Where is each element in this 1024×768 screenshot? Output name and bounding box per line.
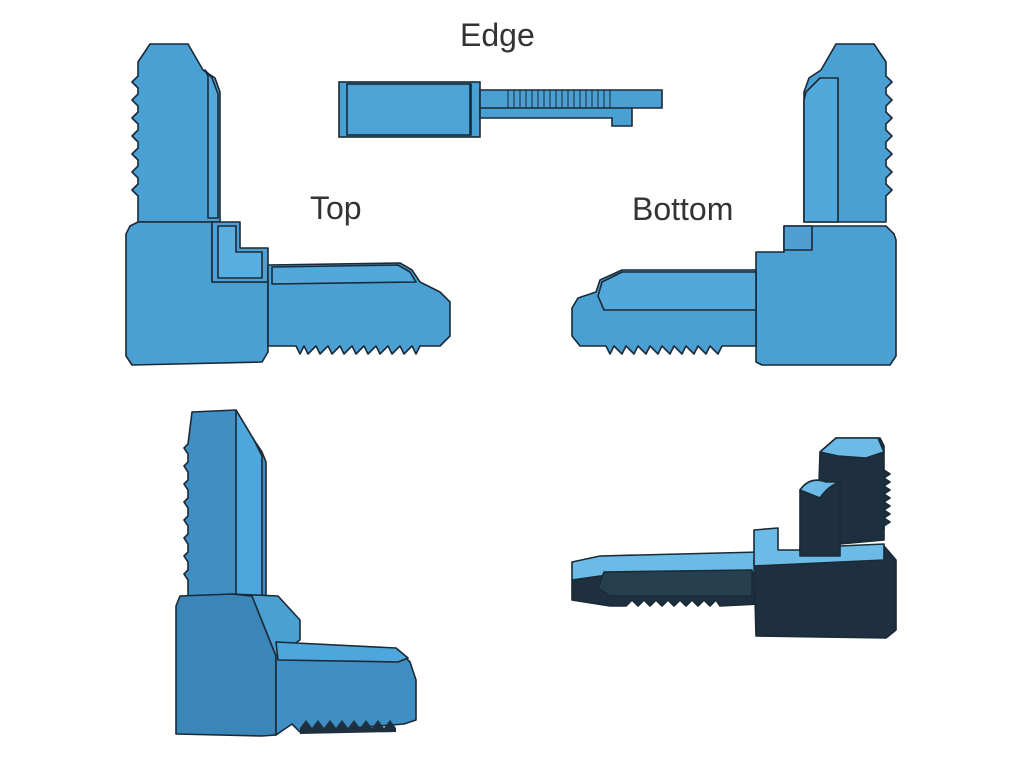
top-view <box>125 43 451 366</box>
top-view-corner-block <box>125 221 269 366</box>
iso-view-bottom-vertical-top <box>819 437 885 459</box>
iso-view-top-arm-face-horizontal <box>275 641 409 663</box>
edge-view-body-face <box>346 83 472 136</box>
top-view-vertical-arm <box>131 43 221 223</box>
bottom-view <box>571 43 897 366</box>
top-view-horizontal-arm <box>267 262 451 355</box>
bottom-view-label: Bottom <box>632 191 734 227</box>
top-view-arm-rib-horizontal <box>271 264 417 285</box>
iso-view-top-arm-face <box>235 409 263 599</box>
iso-view-top-teeth <box>300 720 396 734</box>
iso-view-top <box>175 409 417 737</box>
bottom-view-step <box>783 225 813 251</box>
bottom-view-arm-rib <box>803 77 839 223</box>
top-view-label: Top <box>310 190 362 226</box>
bottom-view-arm-boss <box>597 271 757 311</box>
top-view-step-inner <box>217 225 263 279</box>
bottom-view-corner-block <box>755 225 897 366</box>
iso-view-bottom-arm-groove <box>597 569 753 597</box>
iso-view-bottom <box>571 437 897 639</box>
top-view-arm-rib <box>204 69 219 219</box>
edge-view <box>338 81 663 138</box>
iso-view-top-corner-side <box>231 593 301 657</box>
iso-view-bottom-boss-top <box>799 479 841 499</box>
edge-view-label: Edge <box>460 17 535 53</box>
edge-view-ribs <box>507 90 611 108</box>
iso-view-bottom-teeth <box>883 469 891 530</box>
